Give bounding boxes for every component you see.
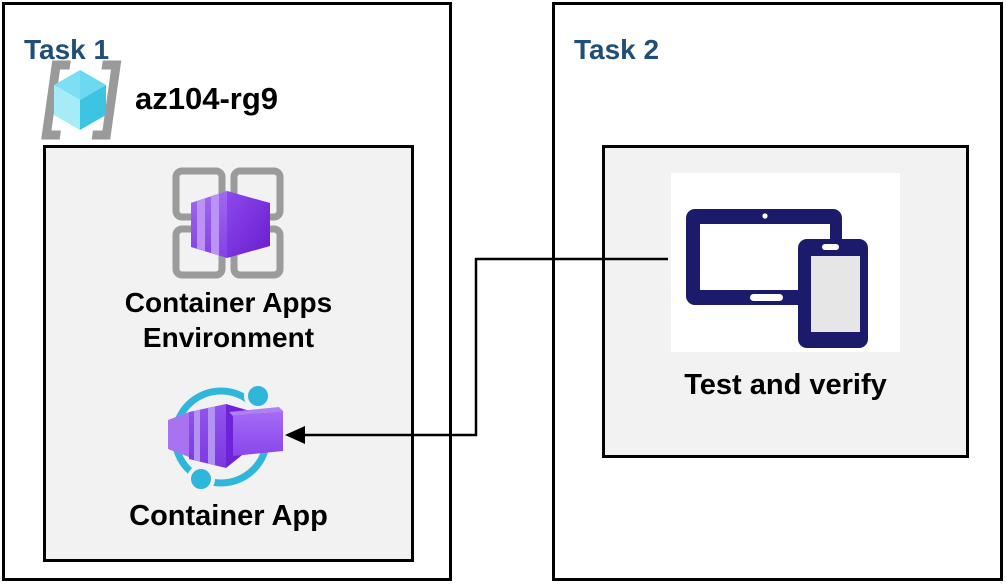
orbit-dot-top	[244, 382, 272, 410]
resource-group-name: az104-rg9	[135, 81, 279, 116]
test-and-verify-label: Test and verify	[684, 369, 887, 401]
left-bracket	[41, 60, 71, 140]
container-app-label: Container App	[129, 500, 328, 532]
devices-icon	[686, 209, 868, 348]
resource-group-icon	[41, 60, 122, 140]
resource-group: az104-rg9	[33, 57, 413, 143]
cube	[54, 70, 106, 130]
container-box	[168, 404, 283, 468]
phone	[798, 239, 868, 348]
task1-inner-box: Container Apps Environment	[43, 145, 414, 562]
task2-inner-box: Test and verify	[602, 145, 969, 458]
orbit-dot-bottom	[187, 465, 215, 493]
task1-box: Task 1 az104-rg9	[2, 2, 452, 581]
task2-box: Task 2 Test and ver	[552, 2, 1003, 581]
container-apps-environment-label: Container Apps Environment	[124, 287, 333, 353]
task1-title: Task 1	[24, 34, 110, 66]
phone-earpiece	[822, 244, 839, 250]
right-bracket	[91, 60, 122, 140]
container-app-icon	[168, 382, 283, 493]
phone-screen	[811, 256, 860, 332]
tablet-home-button	[750, 294, 783, 301]
tablet-camera	[762, 213, 768, 219]
task2-title: Task 2	[574, 34, 660, 66]
devices-icon-background	[671, 173, 900, 352]
container-apps-environment-icon	[172, 167, 284, 279]
container-box	[191, 191, 270, 258]
